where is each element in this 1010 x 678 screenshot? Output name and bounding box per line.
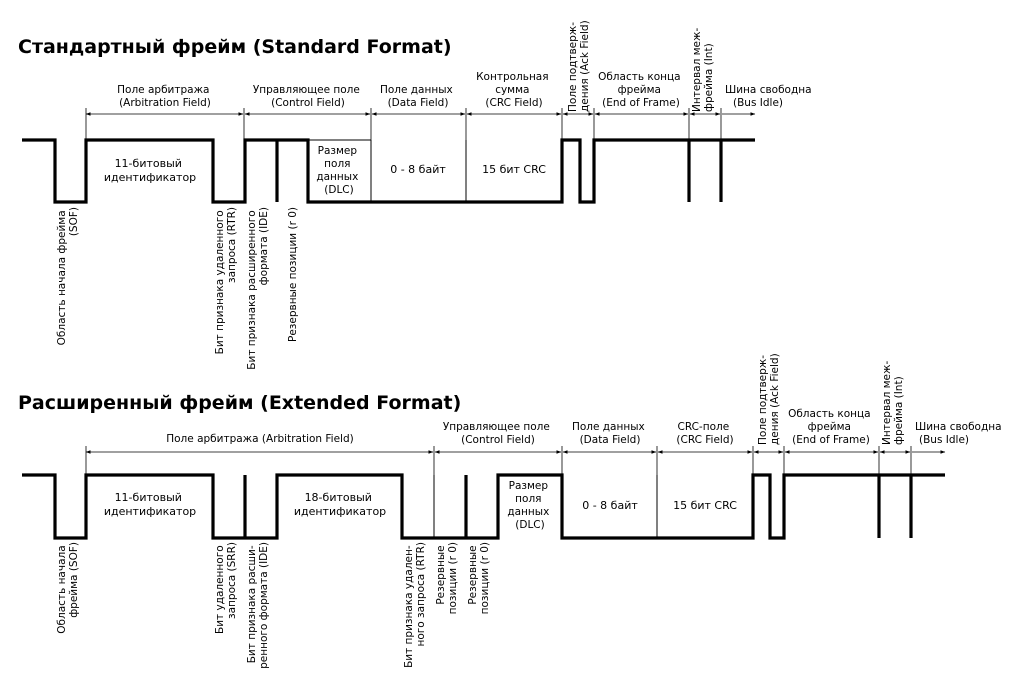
std-signal-pulses — [275, 140, 723, 202]
ext-field-int: Интервал меж- фрейма (Int) — [881, 357, 905, 445]
std-box-dlc: Размер поля данных (DLC) — [316, 145, 361, 196]
ext-bit-r0: Резервные позиции (r 0) — [467, 542, 491, 614]
std-box-crc: 15 бит CRC — [482, 163, 546, 176]
standard-frame: Стандартный фрейм (Standard Format) Поле… — [18, 19, 815, 370]
ext-frame-boxes — [85, 475, 754, 539]
ext-field-idle: Шина свободна (Bus Idle) — [915, 421, 1005, 446]
std-bit-sof: Область начала фрейма (SOF) — [56, 207, 80, 345]
ext-dimension-lines — [85, 446, 946, 475]
ext-field-eof: Область конца фрейма (End of Frame) — [788, 408, 874, 446]
ext-field-control: Управляющее поле (Control Field) — [443, 421, 553, 446]
std-field-arbitration: Поле арбитража (Arbitration Field) — [117, 84, 213, 109]
std-field-int: Интервал меж- фрейма (Int) — [691, 24, 715, 112]
std-field-crc: Контрольная сумма (CRC Field) — [476, 71, 552, 109]
std-field-data: Поле данных (Data Field) — [380, 84, 456, 109]
ext-bit-rtr: Бит признака удален- ного запроса (RTR) — [403, 542, 427, 668]
std-bit-r0: Резервные позиции (r 0) — [287, 207, 299, 342]
ext-box-dlc: Размер поля данных (DLC) — [507, 480, 552, 531]
standard-title: Стандартный фрейм (Standard Format) — [18, 36, 452, 58]
std-dimension-lines — [85, 108, 756, 140]
ext-box-data: 0 - 8 байт — [582, 499, 638, 512]
std-field-idle: Шина свободна (Bus Idle) — [725, 84, 815, 109]
std-box-data: 0 - 8 байт — [390, 163, 446, 176]
std-field-ack: Поле подтверж- дения (Ack Field) — [567, 19, 591, 112]
std-bit-ide: Бит признака расширенного формата (IDE) — [246, 207, 270, 370]
ext-field-data: Поле данных (Data Field) — [572, 421, 648, 446]
ext-box-id11: 11-битовый идентификатор — [104, 491, 196, 518]
extended-frame: Расширенный фрейм (Extended Format) Поле… — [18, 352, 1005, 669]
std-field-control: Управляющее поле (Control Field) — [253, 84, 363, 109]
ext-field-arbitration: Поле арбитража (Arbitration Field) — [166, 433, 354, 445]
std-frame-boxes — [85, 139, 563, 202]
ext-signal-pulses — [243, 475, 913, 538]
std-field-eof: Область конца фрейма (End of Frame) — [598, 71, 684, 109]
ext-bit-r1: Резервные позиции (r 0) — [435, 542, 459, 614]
std-box-id11: 11-битовый идентификатор — [104, 157, 196, 184]
ext-box-crc: 15 бит CRC — [673, 499, 737, 512]
ext-bit-ide: Бит признака расши- ренного формата (IDE… — [246, 542, 270, 669]
ext-box-id18: 18-битовый идентификатор — [294, 491, 386, 518]
ext-bit-srr: Бит удаленного запроса (SRR) — [214, 542, 238, 634]
extended-title: Расширенный фрейм (Extended Format) — [18, 392, 461, 414]
std-bit-rtr: Бит признака удаленного запроса (RTR) — [214, 207, 238, 354]
ext-field-ack: Поле подтверж- дения (Ack Field) — [757, 352, 781, 445]
ext-bit-sof: Область начала фрейма (SOF) — [56, 542, 80, 634]
ext-field-crc: CRC-поле (CRC Field) — [676, 421, 733, 446]
